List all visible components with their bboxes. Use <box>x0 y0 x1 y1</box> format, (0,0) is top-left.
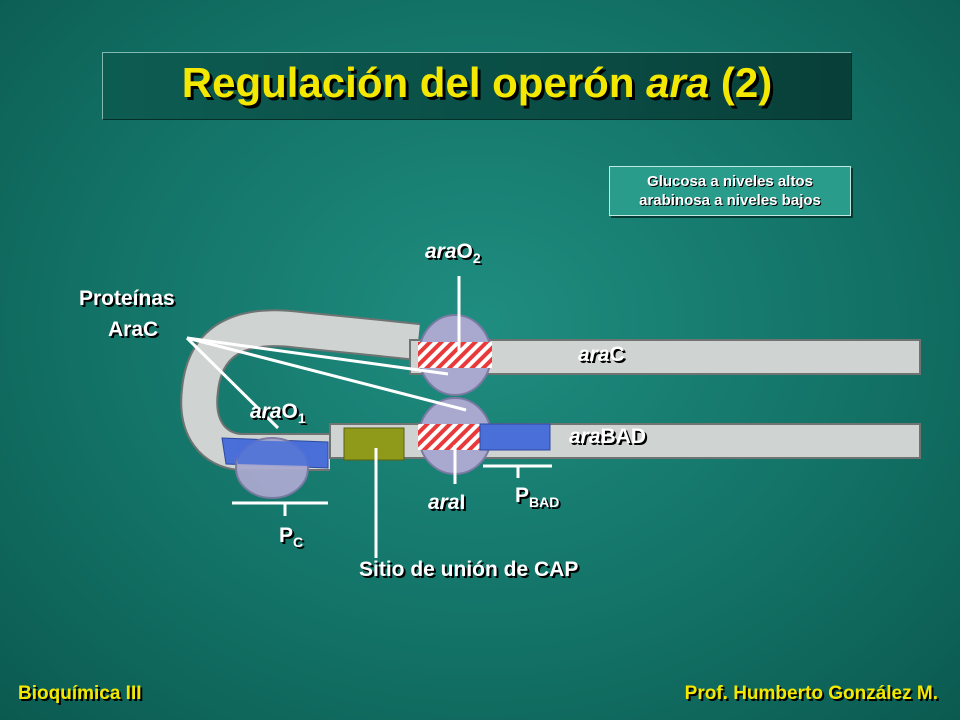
arai-region <box>418 424 480 450</box>
arabad-label: araBAD <box>569 425 646 449</box>
footer-author: Prof. Humberto González M. <box>684 683 938 704</box>
arac-italic: ara <box>578 343 610 366</box>
pc-main: P <box>279 524 294 547</box>
arac-rest: C <box>609 343 625 366</box>
footer-course: Bioquímica III <box>18 683 142 704</box>
arac-label: araC <box>578 343 625 367</box>
title-box: Regulación del operón ara (2) <box>102 52 852 120</box>
arao2-region <box>418 342 492 368</box>
pbad-main: P <box>515 484 530 507</box>
pointer-line-1 <box>186 336 449 376</box>
pc-sub: C <box>293 534 304 551</box>
title-italic: ara <box>646 59 710 106</box>
dna-loop-inner <box>182 311 420 469</box>
arao1-label: araO1 <box>250 400 306 426</box>
pc-region-overlay <box>236 440 310 466</box>
pbad-region <box>479 423 551 451</box>
pointer-line-3 <box>185 336 280 430</box>
condition-line-2: arabinosa a niveles bajos <box>639 192 821 209</box>
arai-rest: I <box>459 491 466 514</box>
condition-line-1: Glucosa a niveles altos <box>647 173 813 190</box>
arai-label: araI <box>428 491 465 515</box>
cap-site-region <box>343 427 405 461</box>
arai-italic: ara <box>428 491 460 514</box>
arao1-main: O <box>281 400 298 423</box>
pbad-label: PBAD <box>515 484 559 510</box>
slide-title: Regulación del operón ara (2) <box>103 59 851 107</box>
title-prefix: Regulación del operón <box>181 59 647 106</box>
proteins-label-line1: Proteínas <box>79 287 175 310</box>
proteins-label-line2: AraC <box>108 318 159 341</box>
condition-box: Glucosa a niveles altos arabinosa a nive… <box>609 166 851 216</box>
arabad-italic: ara <box>569 425 601 448</box>
dna-top-strand <box>409 339 921 375</box>
cap-site-label: Sitio de unión de CAP <box>359 558 579 581</box>
pc-label: PC <box>279 524 303 550</box>
arao1-sub: 1 <box>297 410 306 427</box>
pointer-line-2 <box>186 336 467 412</box>
arao2-sub: 2 <box>472 250 481 267</box>
pbad-sub: BAD <box>529 494 560 511</box>
arao2-label: araO2 <box>425 240 481 266</box>
arao2-main: O <box>456 240 473 263</box>
arao2-prefix: ara <box>425 240 457 263</box>
title-suffix: (2) <box>709 59 773 106</box>
arabad-rest: BAD <box>600 425 647 448</box>
arao1-prefix: ara <box>250 400 282 423</box>
